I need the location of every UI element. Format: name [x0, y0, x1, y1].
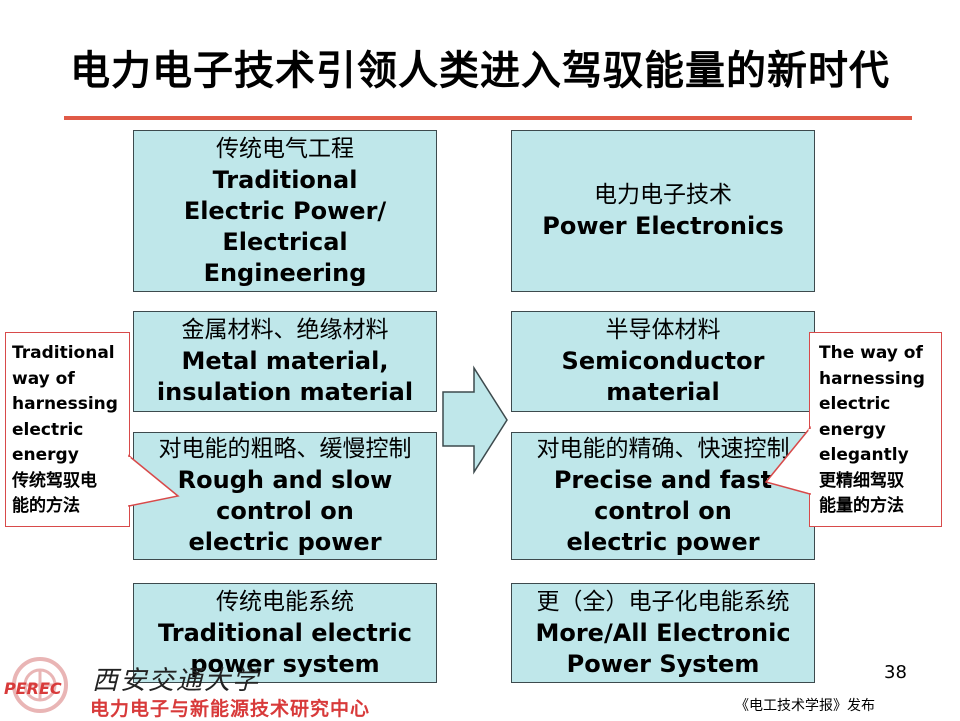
title-divider: [64, 116, 912, 120]
left-callout-pointer: [128, 454, 180, 507]
left-callout: Traditional way of harnessing electric e…: [5, 332, 130, 527]
research-center-name: 电力电子与新能源技术研究中心: [90, 698, 371, 720]
right-box-3-zh: 对电能的精确、快速控制: [536, 436, 790, 462]
right-box-electronic-system: 更（全）电子化电能系统 More/All Electronic Power Sy…: [511, 583, 815, 683]
left-box-metal-material: 金属材料、绝缘材料 Metal material, insulation mat…: [133, 311, 437, 412]
right-box-precise-control: 对电能的精确、快速控制 Precise and fast control on …: [511, 432, 815, 560]
right-callout: The way of harnessing electric energy el…: [809, 332, 942, 527]
right-box-4-en: More/All Electronic Power System: [535, 618, 791, 678]
university-emblem-watermark: [12, 657, 68, 713]
page-number: 38: [884, 662, 907, 683]
perec-logo: PEREC: [4, 679, 62, 698]
left-box-1-en: Traditional Electric Power/ Electrical E…: [183, 165, 387, 287]
left-box-3-zh: 对电能的粗略、缓慢控制: [158, 436, 412, 462]
left-box-4-en: Traditional electric power system: [158, 618, 412, 678]
left-box-1-zh: 传统电气工程: [216, 135, 354, 162]
left-box-2-zh: 金属材料、绝缘材料: [181, 317, 389, 343]
university-name: 西安交通大学: [92, 666, 261, 696]
transition-arrow-icon: [442, 365, 508, 475]
left-box-traditional-engineering: 传统电气工程 Traditional Electric Power/ Elect…: [133, 130, 437, 292]
right-box-4-zh: 更（全）电子化电能系统: [536, 588, 790, 615]
slide-title: 电力电子技术引领人类进入驾驭能量的新时代: [70, 48, 890, 94]
left-box-3-en: Rough and slow control on electric power: [177, 466, 393, 556]
right-callout-pointer: [764, 425, 811, 495]
left-box-4-zh: 传统电能系统: [216, 588, 354, 615]
right-box-semiconductor: 半导体材料 Semiconductor material: [511, 311, 815, 412]
left-box-2-en: Metal material, insulation material: [156, 347, 414, 406]
left-box-rough-control: 对电能的粗略、缓慢控制 Rough and slow control on el…: [133, 432, 437, 560]
right-box-2-zh: 半导体材料: [605, 317, 721, 343]
right-box-1-zh: 电力电子技术: [594, 182, 732, 208]
right-box-power-electronics: 电力电子技术 Power Electronics: [511, 130, 815, 292]
left-box-traditional-system: 传统电能系统 Traditional electric power system: [133, 583, 437, 683]
right-box-3-en: Precise and fast control on electric pow…: [553, 466, 773, 556]
right-box-2-en: Semiconductor material: [561, 347, 765, 406]
right-box-1-en: Power Electronics: [542, 212, 784, 240]
publication-credit: 《电工技术学报》发布: [735, 698, 875, 714]
